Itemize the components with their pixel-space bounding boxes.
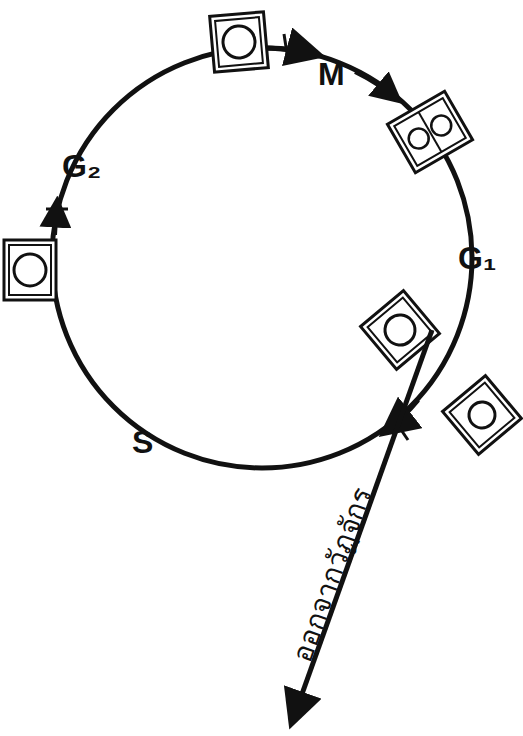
phase-label: M [318, 58, 345, 90]
exit-label: ออกจากวัฏจักร [288, 484, 376, 666]
phase-label: G₂ [62, 150, 101, 182]
phase-label: S [132, 426, 153, 458]
phase-label: G₁ [458, 242, 496, 274]
